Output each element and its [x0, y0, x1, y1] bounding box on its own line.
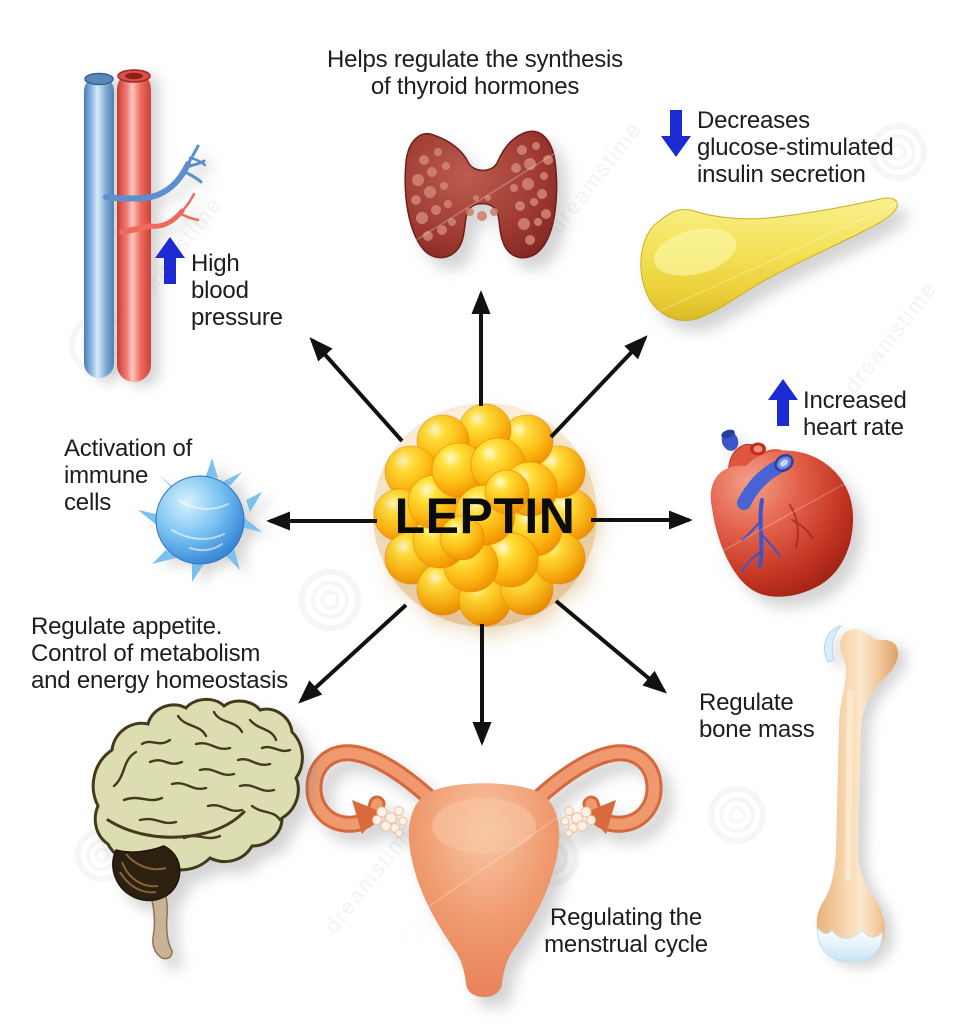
watermark-text: dreamstime — [319, 816, 422, 938]
arrow-to-pancreas — [549, 335, 648, 439]
label-thyroid-effect: Helps regulate the synthesis of thyroid … — [255, 46, 695, 100]
watermark-swirls — [69, 123, 927, 887]
thyroid-illustration — [399, 130, 561, 259]
label-line: menstrual cycle — [544, 931, 708, 958]
label-line: Increased — [803, 387, 907, 414]
increase-arrow-icon — [768, 379, 798, 426]
label-line: bone mass — [699, 716, 815, 743]
label-line: Control of metabolism — [31, 640, 261, 667]
uterus-illustration — [305, 744, 663, 997]
blood-vessels-illustration — [84, 69, 207, 382]
label-line: heart rate — [803, 414, 904, 441]
label-bone-effect: Regulate bone mass — [699, 689, 815, 743]
heart-illustration — [705, 429, 856, 597]
label-heart-effect: Increased heart rate — [803, 387, 907, 441]
label-line: cells — [64, 489, 112, 516]
label-line: High — [191, 250, 240, 277]
label-line: Regulating the — [550, 904, 702, 931]
label-uterus-effect: Regulating the menstrual cycle — [470, 904, 782, 958]
immune-cell-illustration — [138, 458, 262, 582]
label-brain-effect: Regulate appetite. Control of metabolism… — [31, 613, 288, 694]
label-line: immune — [64, 462, 149, 489]
leptin-center-label: LEPTIN — [394, 488, 576, 544]
label-line: pressure — [191, 304, 283, 331]
label-blood-pressure-effect: High blood pressure — [191, 250, 283, 331]
radial-arrows — [266, 290, 693, 746]
brain-illustration — [91, 698, 304, 960]
bone-illustration — [816, 625, 899, 963]
arrow-to-brain — [298, 603, 408, 704]
watermark-text: dreamstime — [544, 116, 647, 238]
label-line: and energy homeostasis — [31, 667, 289, 694]
label-line: insulin secretion — [697, 161, 866, 188]
label-line: Regulate — [699, 689, 794, 716]
arrow-to-vessels — [309, 337, 404, 443]
pancreas-illustration — [639, 197, 901, 321]
leptin-cell-cluster — [373, 403, 597, 627]
label-immune-effect: Activation of immune cells — [64, 435, 192, 516]
label-pancreas-effect: Decreases glucose-stimulated insulin sec… — [697, 107, 894, 188]
decrease-arrow-icon — [661, 110, 691, 157]
watermark-text: dreamstime — [839, 276, 942, 398]
label-line: glucose-stimulated — [697, 134, 894, 161]
label-line: Regulate appetite. — [31, 613, 223, 640]
label-line: Decreases — [697, 107, 810, 134]
label-line: Activation of — [64, 435, 193, 462]
label-line: of thyroid hormones — [370, 73, 580, 100]
arrow-to-bone — [554, 599, 667, 694]
label-line: blood — [191, 277, 249, 304]
label-line: Helps regulate the synthesis — [327, 46, 623, 73]
